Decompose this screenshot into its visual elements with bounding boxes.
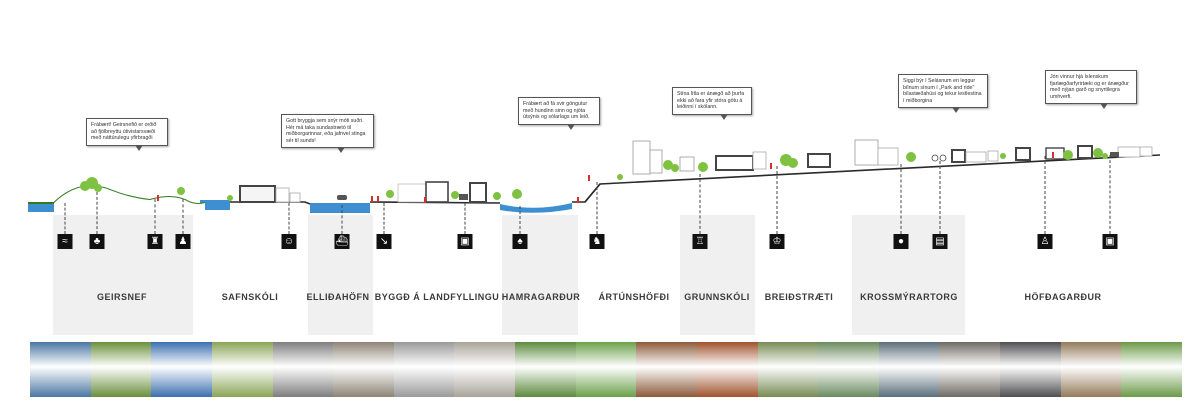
zone-label-breidstraeti: BREIÐSTRÆTI: [764, 292, 834, 302]
leader-line: [699, 174, 701, 234]
child-play-icon: ☺: [281, 234, 297, 249]
photo-street: [454, 342, 515, 397]
callout-hofdagardur: Jón vinnur hjá íslenskum fjarlægðarfyrir…: [1045, 70, 1137, 110]
leader-line: [383, 203, 385, 234]
bus-vehicle-2: [1110, 152, 1119, 157]
photo-canal: [393, 342, 455, 397]
water-ellidahofn: [310, 203, 370, 213]
zone-label-krossmyrartorg: KROSSMÝRARTORG: [860, 292, 958, 302]
callout-text: Frábært! Geirsnefið er orðið að fjölbrey…: [91, 122, 157, 142]
leader-line: [154, 199, 156, 234]
leader-line: [182, 199, 184, 234]
swimmer-icon: ≈: [57, 234, 73, 249]
leader-line: [1109, 155, 1111, 234]
leader-line: [96, 192, 98, 234]
zone-label-artunshofdi: ÁRTÚNSHÖFÐI: [598, 292, 670, 302]
callout-ellidahofn: Gott bryggja sem snýr móti suðri. Hér má…: [281, 114, 374, 154]
photo-strip: [30, 342, 1182, 397]
tree-bench-icon: ♠: [512, 234, 528, 249]
zone-label-safnskoli: SAFNSKÓLI: [221, 292, 279, 302]
callout-text: Frábært að fá svir göngutur með hundinn …: [523, 101, 590, 121]
photo-grass-slope: [211, 342, 273, 397]
worker-icon: ♙: [1037, 234, 1053, 249]
zone-label-grunnskoli: GRUNNSKÓLI: [684, 292, 750, 302]
leader-line: [1044, 156, 1046, 234]
callout-krossmyrartorg: Siggi býr í Selásnum en leggur bílnum sí…: [898, 74, 988, 114]
playground-icon: ♖: [692, 234, 708, 249]
boat: [337, 195, 347, 200]
ground-line: [230, 154, 1161, 205]
skyline-icon: ♜: [147, 234, 163, 249]
photo-square: [1060, 342, 1122, 397]
leader-line: [596, 182, 598, 234]
photo-bridge: [151, 342, 212, 397]
zone-label-hofdagardur: HÖFÐAGARÐUR: [1024, 292, 1102, 302]
callout-hamragardur: Frábært að fá svir göngutur með hundinn …: [518, 97, 600, 130]
photo-school-yard: [757, 342, 819, 397]
callout-geirsnef: Frábært! Geirsnefið er orðið að fjölbrey…: [86, 118, 168, 151]
callout-text: Jón vinnur hjá íslenskum fjarlægðarfyrir…: [1050, 74, 1129, 100]
water-hamragardur: [500, 203, 572, 213]
zone-label-ellidahofn: ELLIÐAHÖFN: [306, 292, 370, 302]
bus-icon: ▣: [457, 234, 473, 249]
photo-school: [272, 342, 334, 397]
people-markers: [157, 152, 1054, 203]
leader-line: [64, 203, 66, 234]
photo-plaza: [939, 342, 1000, 397]
photo-boulevard: [818, 342, 879, 397]
photo-green-hills: [90, 342, 152, 397]
trees: [80, 148, 1108, 201]
callout-text: Stína lítla er ánægð að þurfa ekki að fa…: [677, 91, 745, 111]
photo-harbor-people: [333, 342, 394, 397]
leader-line: [776, 166, 778, 234]
photo-market-hall: [1000, 342, 1061, 397]
hill-fill: [54, 186, 205, 212]
park-ride-icon: ●: [893, 234, 909, 249]
callout-grunnskoli: Stína lítla er ánægð að þurfa ekki að fa…: [672, 87, 752, 120]
tree-icon: ♣: [89, 234, 105, 249]
zone-label-byggd: BYGGÐ Á LANDFYLLINGU: [374, 292, 500, 302]
photo-waterfront: [30, 342, 91, 397]
bus-icon-2: ▣: [1102, 234, 1118, 249]
diver-icon: ↘: [376, 234, 392, 249]
zone-label-geirsnef: GEIRSNEF: [96, 292, 148, 302]
train-icon: ▤: [932, 234, 948, 249]
leader-line: [939, 161, 941, 234]
ferry-icon: ⛴: [334, 234, 350, 249]
leader-line: [288, 203, 290, 234]
buildings: [239, 139, 1153, 203]
photo-timber-house: [696, 342, 758, 397]
callout-text: Gott bryggja sem snýr móti suðri. Hér má…: [286, 118, 366, 144]
bicycle: [931, 154, 939, 162]
market-icon: ♔: [769, 234, 785, 249]
photo-pond: [575, 342, 637, 397]
callout-text: Siggi býr í Selásnum en leggur bílnum sí…: [903, 78, 982, 104]
bus-vehicle: [459, 194, 468, 200]
family-icon: ♟: [175, 234, 191, 249]
leader-line: [464, 203, 466, 234]
zone-band-geirsnef: [53, 215, 193, 335]
leader-line: [519, 206, 521, 234]
leader-line: [341, 205, 343, 234]
photo-tram: [878, 342, 940, 397]
water-geirsnef: [28, 202, 54, 212]
water-bay: [200, 200, 230, 210]
zone-label-hamragardur: HAMRAGARÐUR: [501, 292, 581, 302]
photo-walkers: [636, 342, 697, 397]
hiker-icon: ♞: [589, 234, 605, 249]
photo-park: [1121, 342, 1182, 397]
photo-forest: [515, 342, 576, 397]
leader-line: [900, 164, 902, 234]
